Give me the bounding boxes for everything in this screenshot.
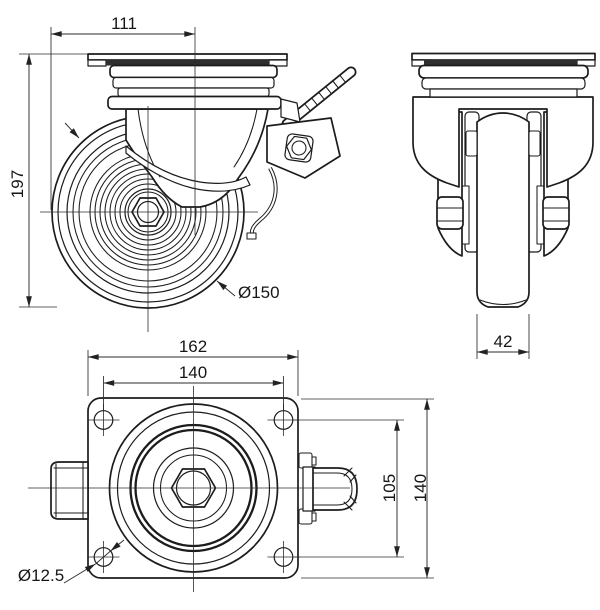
wheel-front xyxy=(476,112,530,308)
tread-pointer-arrow xyxy=(64,122,80,139)
brake-band xyxy=(125,145,251,192)
brake-pedal-top xyxy=(298,452,358,525)
dim-bolt-spacing-height: 105 xyxy=(294,419,404,558)
plate-stack-side xyxy=(87,53,288,110)
dim-label-42: 42 xyxy=(494,332,513,351)
dim-bolt-spacing-width: 140 xyxy=(103,363,284,411)
centerlines-top xyxy=(28,386,350,592)
plate-stack-front xyxy=(411,52,596,98)
fork-crown xyxy=(412,96,594,188)
dim-label-hole-dia: Ø12.5 xyxy=(18,566,64,585)
swivel-bolt-right xyxy=(528,130,541,157)
axle-nut-left xyxy=(436,196,464,230)
front-view: 42 xyxy=(411,52,596,359)
top-view: 162 140 105 140 Ø12.5 xyxy=(18,337,434,592)
dim-wheel-diameter: Ø150 xyxy=(216,280,280,302)
dim-label-105: 105 xyxy=(380,474,399,502)
dim-overall-height: 197 xyxy=(8,53,88,308)
dim-plate-width: 162 xyxy=(87,337,299,396)
dim-swivel-offset: 111 xyxy=(50,14,195,210)
bracket-arm xyxy=(280,98,301,123)
dim-wheel-width: 42 xyxy=(476,314,530,359)
axle-nut-right xyxy=(542,196,570,230)
dim-label-162: 162 xyxy=(179,337,207,356)
dim-plate-depth: 140 xyxy=(301,398,434,579)
brake-lever xyxy=(246,66,357,240)
dim-bolt-hole-diameter: Ø12.5 xyxy=(18,539,125,585)
dim-label-111: 111 xyxy=(111,14,137,33)
swivel-bolt-left xyxy=(465,130,478,157)
centerlines-side xyxy=(40,27,258,332)
dim-label-197: 197 xyxy=(8,170,27,198)
dim-label-140-horizontal: 140 xyxy=(179,363,207,382)
brake-rod xyxy=(246,167,278,240)
dim-label-140-vertical: 140 xyxy=(411,474,430,502)
swivel-fork-side xyxy=(125,108,269,208)
wheel-protrusion xyxy=(50,461,89,520)
side-view: 111 197 Ø150 xyxy=(8,14,357,332)
bracket-nut xyxy=(284,133,314,163)
dim-label-wheel-dia: Ø150 xyxy=(238,283,280,302)
